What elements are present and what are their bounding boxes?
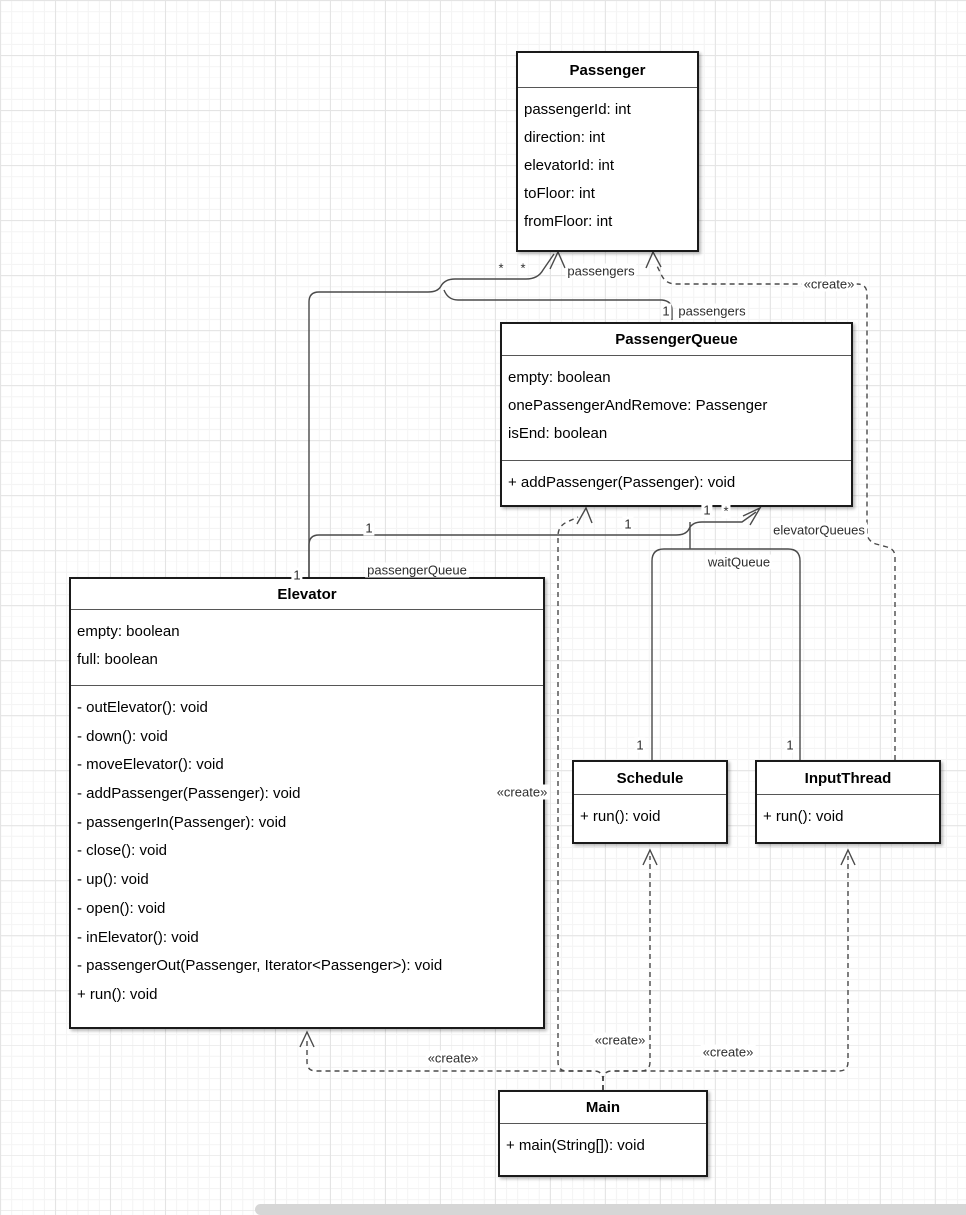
edge-mult-1-elevator-top[interactable]: 1: [291, 567, 303, 583]
edge-label-create-main-schedule[interactable]: «create»: [592, 1032, 648, 1048]
class-methods-compartment-elevator: - outElevator(): void - down(): void - mov…: [71, 685, 543, 1027]
edge-label-passengers-queue[interactable]: passengers: [676, 303, 748, 319]
class-title-passenger: Passenger: [569, 61, 646, 79]
method-row: - open(): void: [77, 899, 166, 917]
arrowhead-into-passenger-dashed: [645, 250, 662, 269]
method-row: - moveElevator(): void: [77, 756, 224, 774]
method-row: + run(): void: [77, 985, 158, 1003]
attribute-row: onePassengerAndRemove: Passenger: [508, 397, 768, 414]
edge-mult-1-passengerqueue-left[interactable]: 1: [363, 520, 375, 536]
attribute-row: isEnd: boolean: [508, 425, 608, 442]
class-title-schedule: Schedule: [616, 769, 684, 787]
edge-mult-1-schedule-top[interactable]: 1: [634, 737, 646, 753]
attribute-row: passengerId: int: [524, 101, 631, 118]
arrowhead-into-passengerqueue: [742, 506, 762, 526]
create-main-inputthread[interactable]: [602, 856, 849, 1090]
class-main[interactable]: Main + main(String[]): void: [498, 1090, 708, 1177]
create-main-passengerqueue[interactable]: [557, 516, 604, 1090]
attribute-row: elevatorId: int: [524, 157, 615, 174]
association-elevator-passenger[interactable]: [308, 253, 555, 577]
method-row: + addPassenger(Passenger): void: [508, 474, 736, 491]
edge-mult-1-inputthread-top[interactable]: 1: [784, 737, 796, 753]
attribute-row: empty: boolean: [508, 369, 611, 386]
class-attributes-compartment-elevator: empty: boolean full: boolean: [71, 609, 543, 685]
arrowhead-into-elevator: [299, 1030, 315, 1048]
edge-mult-1-pq-bottom[interactable]: 1: [701, 502, 713, 518]
edge-mult-star-elevator-passenger[interactable]: *: [496, 260, 506, 276]
create-main-schedule[interactable]: [602, 856, 651, 1090]
attribute-row: toFloor: int: [524, 185, 595, 202]
edge-label-create-inputthread-passenger[interactable]: «create»: [801, 276, 857, 292]
horizontal-scrollbar-thumb[interactable]: [255, 1204, 966, 1215]
class-attributes-compartment-passenger: passengerId: int direction: int elevatorId…: [518, 87, 697, 250]
method-row: - addPassenger(Passenger): void: [77, 785, 301, 803]
method-row: + main(String[]): void: [506, 1137, 645, 1154]
edge-label-passengerqueue[interactable]: passengerQueue: [365, 562, 469, 578]
arrowhead-into-passengerqueue-dashed: [576, 506, 593, 525]
class-methods-compartment-main: + main(String[]): void: [500, 1123, 706, 1175]
edge-label-create-main-passengerqueue[interactable]: «create»: [494, 784, 550, 800]
edge-label-create-main-elevator[interactable]: «create»: [425, 1050, 481, 1066]
class-title-input-thread: InputThread: [804, 769, 892, 787]
method-row: - up(): void: [77, 871, 149, 889]
method-row: + run(): void: [580, 808, 661, 825]
attribute-row: full: boolean: [77, 651, 158, 668]
association-passengerqueue-passenger[interactable]: [443, 289, 673, 320]
class-passenger-queue[interactable]: PassengerQueue empty: boolean onePassenger…: [500, 322, 853, 507]
class-title-elevator: Elevator: [277, 585, 337, 603]
edge-mult-1-channel-mid[interactable]: 1: [622, 516, 634, 532]
method-row: - inElevator(): void: [77, 928, 199, 946]
class-schedule[interactable]: Schedule + run(): void: [572, 760, 728, 844]
method-row: + run(): void: [763, 808, 844, 825]
method-row: - passengerIn(Passenger): void: [77, 813, 287, 831]
association-waitqueue-fork[interactable]: [651, 548, 801, 760]
association-elevator-passengerqueue[interactable]: [308, 511, 757, 577]
edge-mult-1-queue-passengers[interactable]: 1: [660, 303, 672, 319]
method-row: - passengerOut(Passenger, Iterator<Passe…: [77, 957, 443, 975]
class-methods-compartment-input-thread: + run(): void: [757, 794, 939, 842]
attribute-row: fromFloor: int: [524, 213, 613, 230]
edge-label-create-main-inputthread[interactable]: «create»: [700, 1044, 756, 1060]
method-row: - close(): void: [77, 842, 168, 860]
create-inputthread-passenger[interactable]: [655, 263, 896, 760]
edge-mult-star-queue-passenger[interactable]: *: [518, 260, 528, 276]
arrowhead-into-schedule: [642, 848, 658, 866]
edge-mult-star-pq-bottom[interactable]: *: [721, 503, 731, 519]
edge-label-elevatorqueues[interactable]: elevatorQueues: [771, 522, 867, 538]
edge-label-passengers-arrow[interactable]: passengers: [565, 263, 637, 279]
arrowhead-into-passenger: [549, 250, 566, 270]
attribute-row: direction: int: [524, 129, 605, 146]
arrowhead-into-inputthread: [840, 848, 856, 866]
class-methods-compartment-schedule: + run(): void: [574, 794, 726, 842]
method-row: - outElevator(): void: [77, 699, 208, 716]
class-title-main: Main: [585, 1099, 621, 1116]
class-input-thread[interactable]: InputThread + run(): void: [755, 760, 941, 844]
class-methods-compartment-passenger-queue: + addPassenger(Passenger): void: [502, 460, 851, 505]
class-attributes-compartment-passenger-queue: empty: boolean onePassengerAndRemove: Pas…: [502, 355, 851, 460]
attribute-row: empty: boolean: [77, 623, 180, 640]
edge-label-waitqueue[interactable]: waitQueue: [705, 554, 773, 570]
class-title-passenger-queue: PassengerQueue: [615, 331, 738, 348]
class-elevator[interactable]: Elevator empty: boolean full: boolean - out…: [69, 577, 545, 1029]
method-row: - down(): void: [77, 727, 168, 745]
class-passenger[interactable]: Passenger passengerId: int direction: int e…: [516, 51, 699, 252]
